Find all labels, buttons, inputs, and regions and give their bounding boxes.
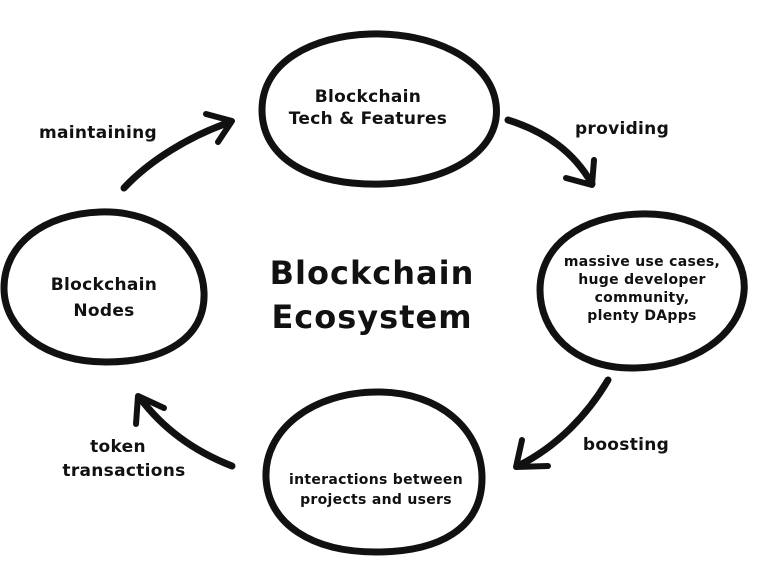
center-title-line1: Blockchain	[270, 254, 475, 292]
node-interactions: interactions between projects and users	[262, 388, 486, 556]
node-use-cases-line3: community,	[595, 290, 690, 306]
node-use-cases-line4: plenty DApps	[587, 308, 696, 324]
node-use-cases-line2: huge developer	[578, 272, 706, 288]
edge-label-boosting: boosting	[583, 435, 669, 455]
node-blockchain-nodes: Blockchain Nodes	[0, 208, 208, 366]
arrow-providing-head	[563, 157, 597, 188]
arrow-token-transactions	[133, 393, 236, 470]
node-use-cases-outline	[536, 210, 748, 372]
arrow-maintaining	[120, 111, 235, 192]
arrow-token-transactions-shaft	[136, 394, 236, 470]
node-tech-features: Blockchain Tech & Features	[258, 30, 500, 188]
node-blockchain-nodes-line2: Nodes	[73, 301, 134, 321]
node-blockchain-nodes-line1: Blockchain	[51, 275, 157, 295]
arrow-providing	[504, 116, 597, 188]
edge-label-token-line2: transactions	[62, 461, 185, 481]
node-interactions-line1: interactions between	[289, 472, 463, 488]
arrow-maintaining-shaft	[120, 118, 234, 192]
node-tech-features-line1: Blockchain	[315, 87, 421, 107]
node-use-cases: massive use cases, huge developer commun…	[536, 210, 748, 372]
node-interactions-outline	[262, 388, 486, 556]
edge-label-providing: providing	[575, 119, 669, 139]
node-interactions-line2: projects and users	[300, 492, 452, 508]
arrow-boosting-head	[513, 437, 551, 470]
arrow-providing-shaft	[504, 116, 596, 188]
node-tech-features-line2: Tech & Features	[289, 109, 447, 129]
arrow-boosting	[513, 376, 612, 470]
arrow-token-transactions-head	[133, 393, 167, 427]
center-title-line2: Ecosystem	[271, 298, 472, 336]
edge-label-token-line1: token	[90, 437, 146, 457]
center-title: Blockchain Ecosystem	[270, 254, 475, 336]
arrow-boosting-shaft	[514, 376, 612, 470]
node-blockchain-nodes-outline	[0, 208, 208, 366]
edge-label-maintaining: maintaining	[39, 123, 157, 143]
node-tech-features-outline	[258, 30, 500, 188]
arrow-maintaining-head	[203, 111, 235, 145]
node-use-cases-line1: massive use cases,	[564, 254, 720, 270]
